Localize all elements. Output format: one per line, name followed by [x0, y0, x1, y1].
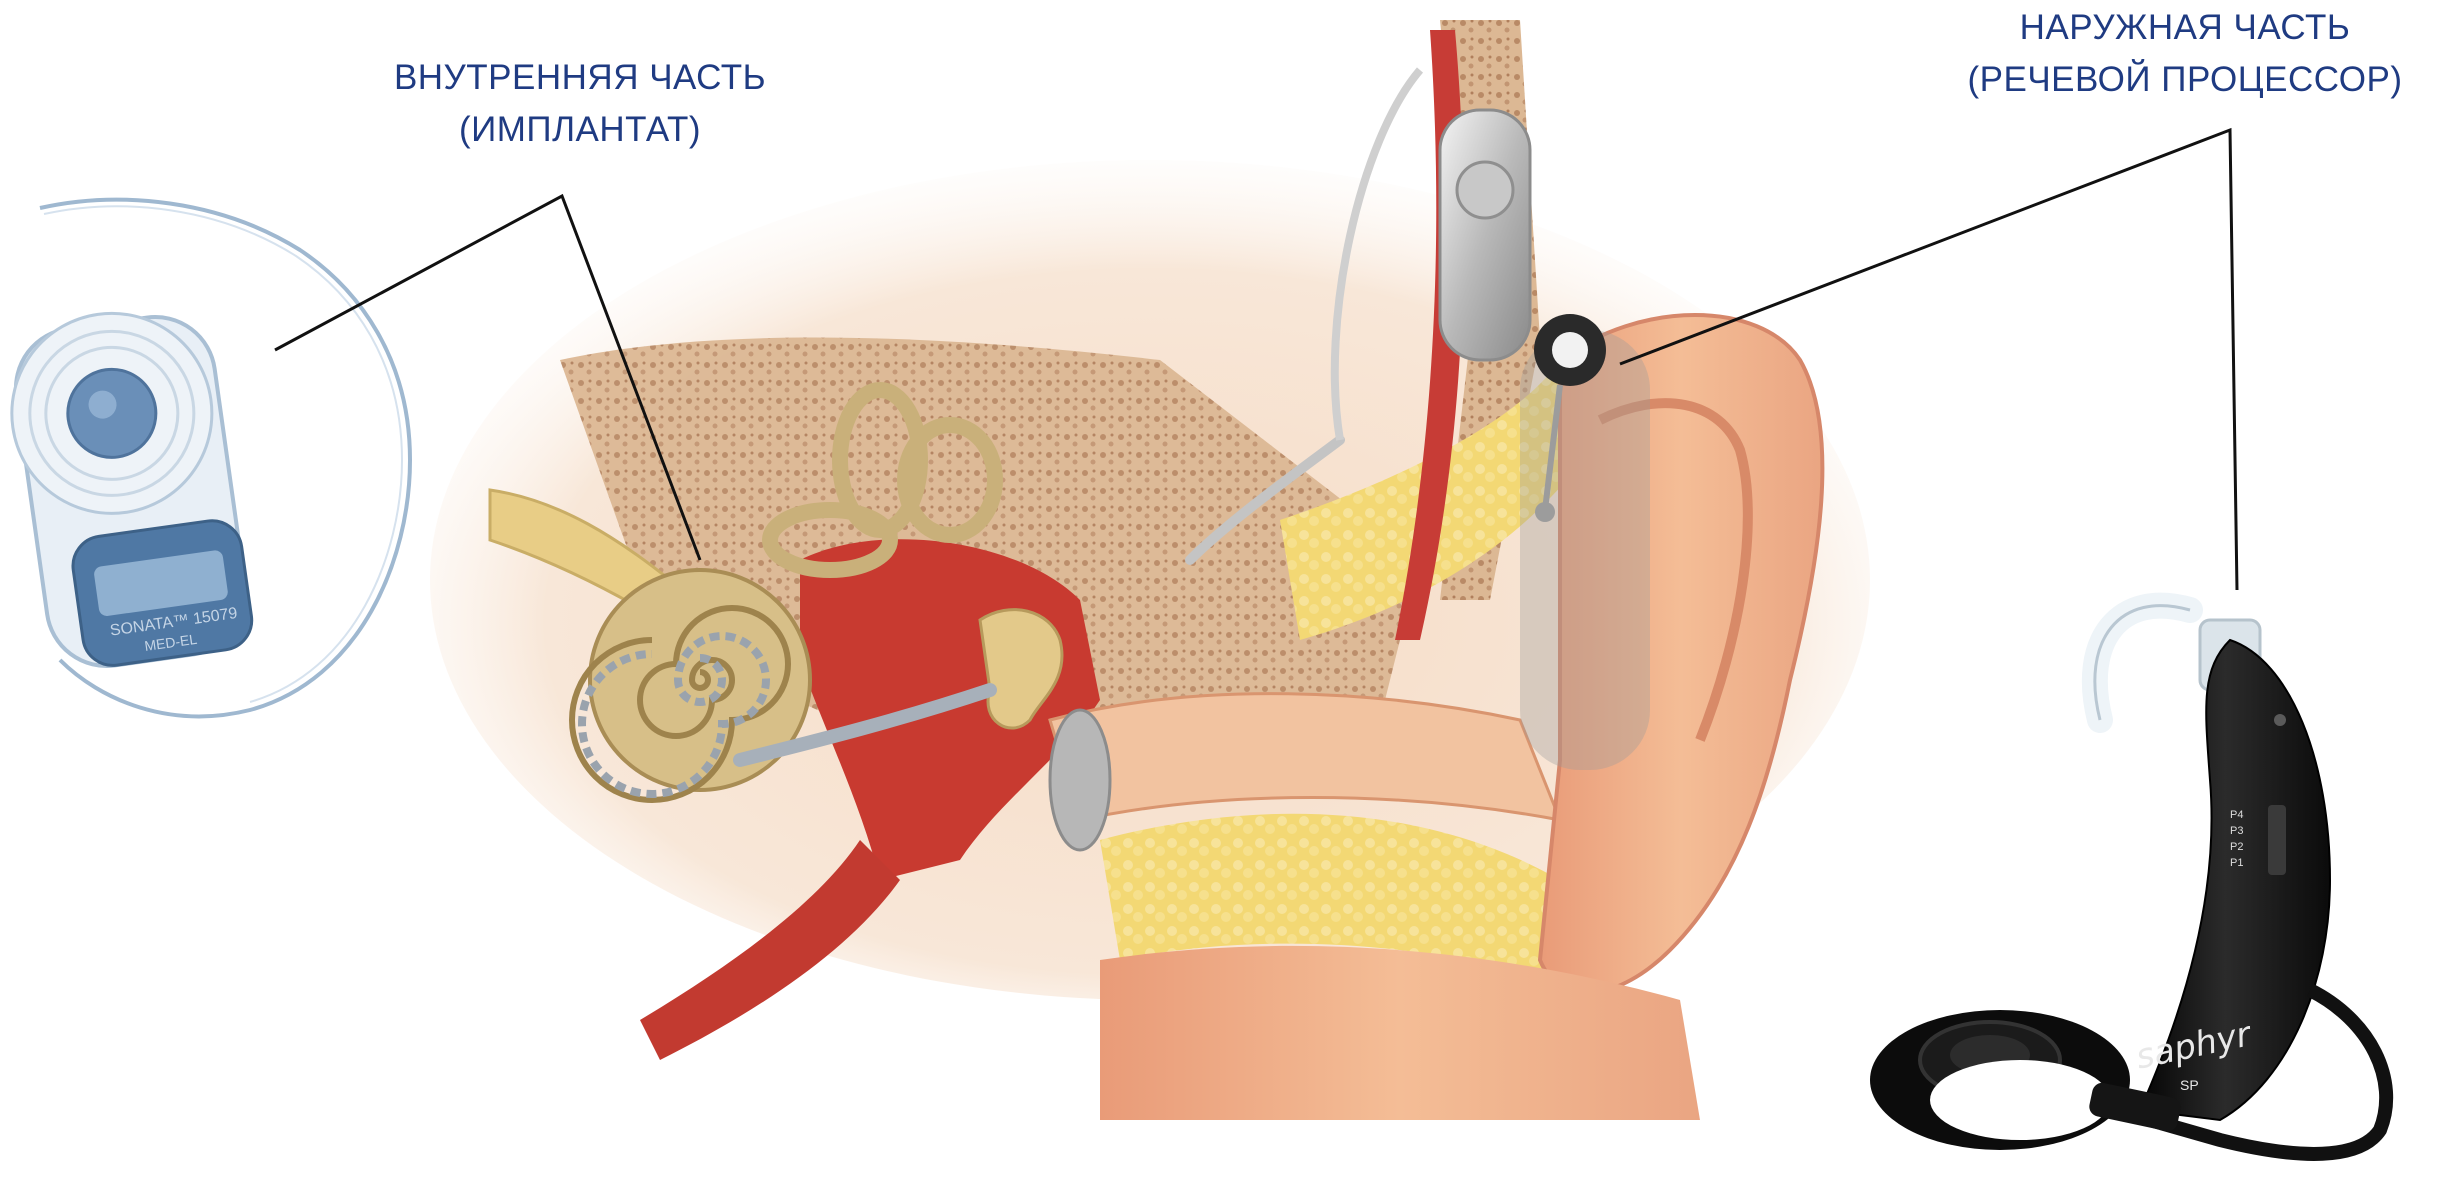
speech-processor-device: P4 P3 P2 P1 saphyr SP [1870, 606, 2386, 1154]
program-mark-p1: P1 [2230, 857, 2243, 869]
cochlear-implant-device: SONATA™ 15079 MED-EL [0, 200, 410, 717]
implant-body: SONATA™ 15079 MED-EL [0, 299, 256, 675]
processor-model: SP [2180, 1077, 2199, 1093]
ear-anatomy-illustration [430, 20, 1870, 1120]
processor-coil [1870, 1010, 2130, 1150]
processor-behind-ear-translucent [1520, 314, 1650, 770]
processor-indicator [2274, 714, 2286, 726]
program-mark-p3: P3 [2230, 825, 2243, 837]
program-mark-p2: P2 [2230, 841, 2243, 853]
implant-receiver-stimulator [1440, 110, 1530, 360]
eardrum [1050, 710, 1110, 850]
program-mark-p4: P4 [2230, 809, 2243, 821]
processor-ear-hook [2095, 606, 2190, 720]
implant-magnet [1457, 162, 1513, 218]
